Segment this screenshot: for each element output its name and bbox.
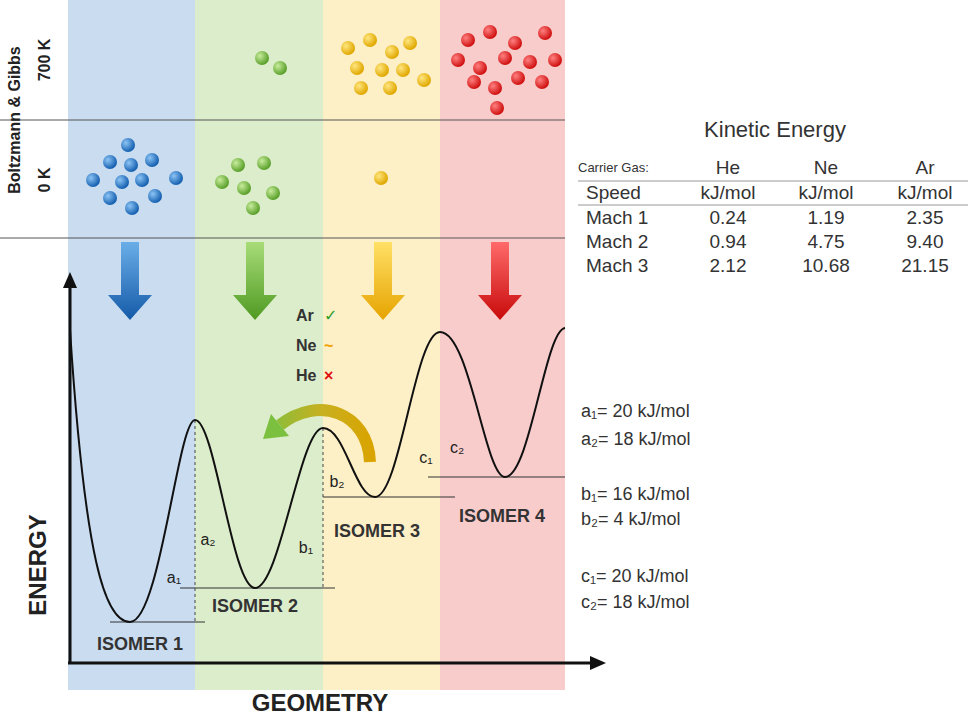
table-cell: Mach 1 [586, 208, 648, 229]
axis-title: Boltzmann & Gibbs [6, 46, 24, 194]
molecule-dot [396, 63, 410, 77]
isomer-label: ISOMER 4 [459, 507, 545, 527]
table-cell: He [716, 158, 740, 179]
molecule-dot [511, 71, 525, 85]
barrier-value: b₁= 16 kJ/mol [581, 485, 690, 505]
partial-mark: ~ [324, 337, 333, 355]
molecule-dot [363, 33, 377, 47]
molecule-dot [473, 61, 487, 75]
isomer-band: ISOMER 3 [323, 0, 440, 690]
table-cell: kJ/mol [898, 183, 953, 204]
molecule-dot [350, 61, 364, 75]
barrier-value: c₁= 20 kJ/mol [581, 567, 689, 587]
molecule-dot [103, 155, 117, 169]
cross-mark: × [324, 367, 333, 385]
molecule-dot [246, 201, 260, 215]
molecule-dot [125, 201, 139, 215]
molecule-dot [169, 171, 183, 185]
axis-title: GEOMETRY [252, 690, 388, 716]
table-cell: Ar [916, 158, 935, 179]
barrier-tag: a₂ [200, 531, 215, 549]
table-title: Kinetic Energy [704, 118, 846, 142]
molecule-dot [451, 53, 465, 67]
gas-name: Ne [296, 337, 316, 355]
molecule-dot [523, 55, 537, 69]
table-cell: kJ/mol [799, 183, 854, 204]
isomer-label: ISOMER 1 [97, 635, 183, 655]
molecule-dot [374, 171, 388, 185]
isomer-band: ISOMER 1 [68, 0, 195, 690]
molecule-dot [215, 175, 229, 189]
molecule-dot [483, 25, 497, 39]
molecule-dot [148, 189, 162, 203]
molecule-dot [121, 138, 135, 152]
molecule-dot [403, 36, 417, 50]
gas-name: He [296, 367, 316, 385]
molecule-dot [124, 158, 138, 172]
table-cell: Ne [814, 158, 838, 179]
molecule-dot [417, 73, 431, 87]
barrier-tag: c₁ [419, 449, 432, 467]
temperature-label: 0 K [36, 168, 54, 193]
molecule-dot [341, 41, 355, 55]
molecule-dot [467, 75, 481, 89]
table-cell: 0.24 [710, 208, 747, 229]
isomer-label: ISOMER 2 [212, 597, 298, 617]
barrier-tag: b₁ [299, 539, 313, 557]
barrier-tag: c₂ [450, 439, 464, 457]
molecule-dot [461, 33, 475, 47]
table-cell: 9.40 [907, 232, 944, 253]
table-cell: 2.35 [907, 208, 944, 229]
table-cell: Speed [586, 183, 641, 204]
temperature-label: 700 K [36, 39, 54, 82]
molecule-dot [273, 61, 287, 75]
molecule-dot [498, 51, 512, 65]
table-cell: 2.12 [710, 256, 747, 277]
check-mark: ✓ [324, 307, 337, 325]
table-cell: kJ/mol [701, 183, 756, 204]
molecule-dot [255, 51, 269, 65]
molecule-dot [266, 186, 280, 200]
barrier-tag: b₂ [329, 473, 344, 491]
molecule-dot [115, 175, 129, 189]
table-cell: 0.94 [710, 232, 747, 253]
molecule-dot [354, 81, 368, 95]
molecule-dot [548, 53, 562, 67]
molecule-dot [231, 158, 245, 172]
table-cell: 21.15 [901, 256, 949, 277]
molecule-dot [508, 36, 522, 50]
molecule-dot [86, 173, 100, 187]
barrier-value: a₁= 20 kJ/mol [581, 402, 690, 422]
axis-title: ENERGY [25, 514, 51, 615]
molecule-dot [145, 153, 159, 167]
molecule-dot [383, 81, 397, 95]
isomer-label: ISOMER 3 [334, 522, 420, 542]
molecule-dot [103, 191, 117, 205]
molecule-dot [490, 101, 504, 115]
barrier-value: c₂= 18 kJ/mol [581, 593, 690, 613]
molecule-dot [257, 156, 271, 170]
molecule-dot [135, 173, 149, 187]
molecule-dot [237, 181, 251, 195]
barrier-value: a₂= 18 kJ/mol [581, 430, 691, 450]
table-cell: Mach 3 [586, 256, 648, 277]
barrier-value: b₂= 4 kJ/mol [581, 510, 681, 530]
table-cell: 1.19 [808, 208, 845, 229]
molecule-dot [488, 81, 502, 95]
table-cell: Mach 2 [586, 232, 648, 253]
barrier-tag: a₁ [167, 569, 181, 587]
table-cell: 10.68 [802, 256, 850, 277]
molecule-dot [538, 26, 552, 40]
table-cell: Carrier Gas: [578, 161, 649, 175]
isomer-band: ISOMER 4 [440, 0, 565, 690]
gas-name: Ar [296, 307, 314, 325]
molecule-dot [385, 45, 399, 59]
molecule-dot [375, 63, 389, 77]
molecule-dot [535, 75, 549, 89]
table-cell: 4.75 [808, 232, 845, 253]
